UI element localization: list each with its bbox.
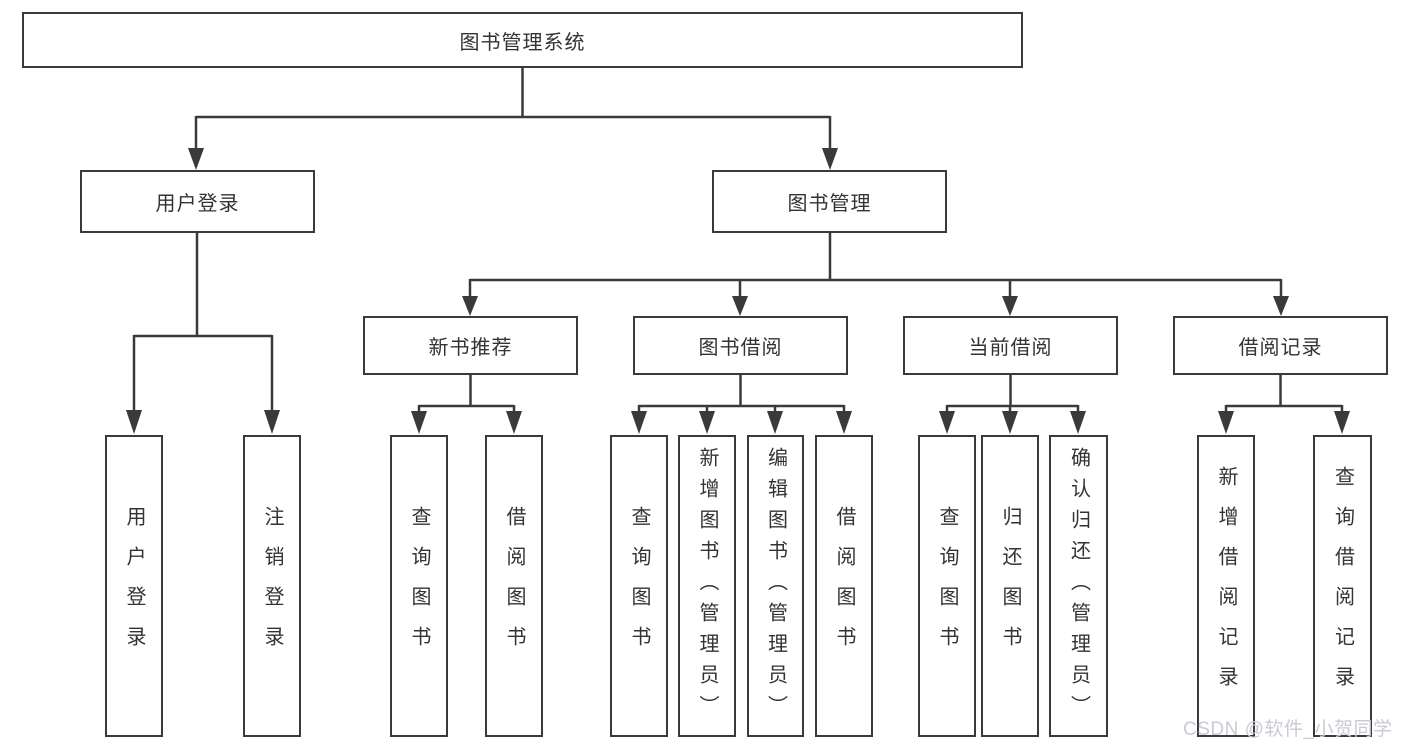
node-current-borrowing: 当前借阅 [903, 316, 1118, 375]
node-book-borrowing-label: 图书借阅 [698, 337, 783, 359]
leaf-newbook-query-books: 查询图书 [390, 435, 448, 737]
leaf-records-query-record: 查询借阅记录 [1313, 435, 1372, 737]
leaf-borrowing-add-books-admin-label: 新增图书（管理员） [696, 446, 718, 726]
node-new-book-recommendation: 新书推荐 [363, 316, 578, 375]
node-book-borrowing: 图书借阅 [633, 316, 848, 375]
leaf-borrowing-query-books: 查询图书 [610, 435, 668, 737]
arrowheads [126, 148, 1350, 434]
leaf-borrowing-query-books-label: 查询图书 [628, 506, 650, 666]
leaf-records-add-record: 新增借阅记录 [1197, 435, 1255, 737]
leaf-newbook-borrow-books: 借阅图书 [485, 435, 543, 737]
leaf-current-query-books-label: 查询图书 [936, 506, 958, 666]
node-current-borrowing-label: 当前借阅 [968, 337, 1053, 359]
csdn-watermark: CSDN @软件_小贺同学 [1183, 719, 1393, 740]
node-new-book-recommendation-label: 新书推荐 [428, 337, 513, 359]
node-library-system-label: 图书管理系统 [459, 31, 586, 54]
node-user-login: 用户登录 [80, 170, 315, 233]
node-book-management: 图书管理 [712, 170, 947, 233]
node-borrowing-records: 借阅记录 [1173, 316, 1388, 375]
leaf-borrowing-edit-books-admin: 编辑图书（管理员） [747, 435, 804, 737]
leaf-borrowing-borrow-books-label: 借阅图书 [833, 506, 855, 666]
leaf-current-confirm-return-admin-label: 确认归还（管理员） [1067, 446, 1090, 726]
node-user-login-label: 用户登录 [155, 193, 240, 215]
leaf-records-add-record-label: 新增借阅记录 [1215, 466, 1237, 706]
leaf-current-confirm-return-admin: 确认归还（管理员） [1049, 435, 1108, 737]
leaf-current-query-books: 查询图书 [918, 435, 976, 737]
leaf-logout-label: 注销登录 [261, 506, 283, 666]
leaf-user-login-label: 用户登录 [123, 506, 145, 666]
leaf-current-return-books-label: 归还图书 [999, 506, 1021, 666]
leaf-newbook-query-books-label: 查询图书 [408, 506, 430, 666]
leaf-user-login: 用户登录 [105, 435, 163, 737]
leaf-newbook-borrow-books-label: 借阅图书 [503, 506, 525, 666]
node-borrowing-records-label: 借阅记录 [1238, 337, 1323, 359]
leaf-records-query-record-label: 查询借阅记录 [1331, 466, 1354, 706]
node-book-management-label: 图书管理 [787, 193, 872, 215]
leaf-borrowing-borrow-books: 借阅图书 [815, 435, 873, 737]
leaf-borrowing-add-books-admin: 新增图书（管理员） [678, 435, 736, 737]
leaf-logout: 注销登录 [243, 435, 301, 737]
node-library-system: 图书管理系统 [22, 12, 1023, 68]
leaf-current-return-books: 归还图书 [981, 435, 1039, 737]
leaf-borrowing-edit-books-admin-label: 编辑图书（管理员） [764, 446, 787, 726]
